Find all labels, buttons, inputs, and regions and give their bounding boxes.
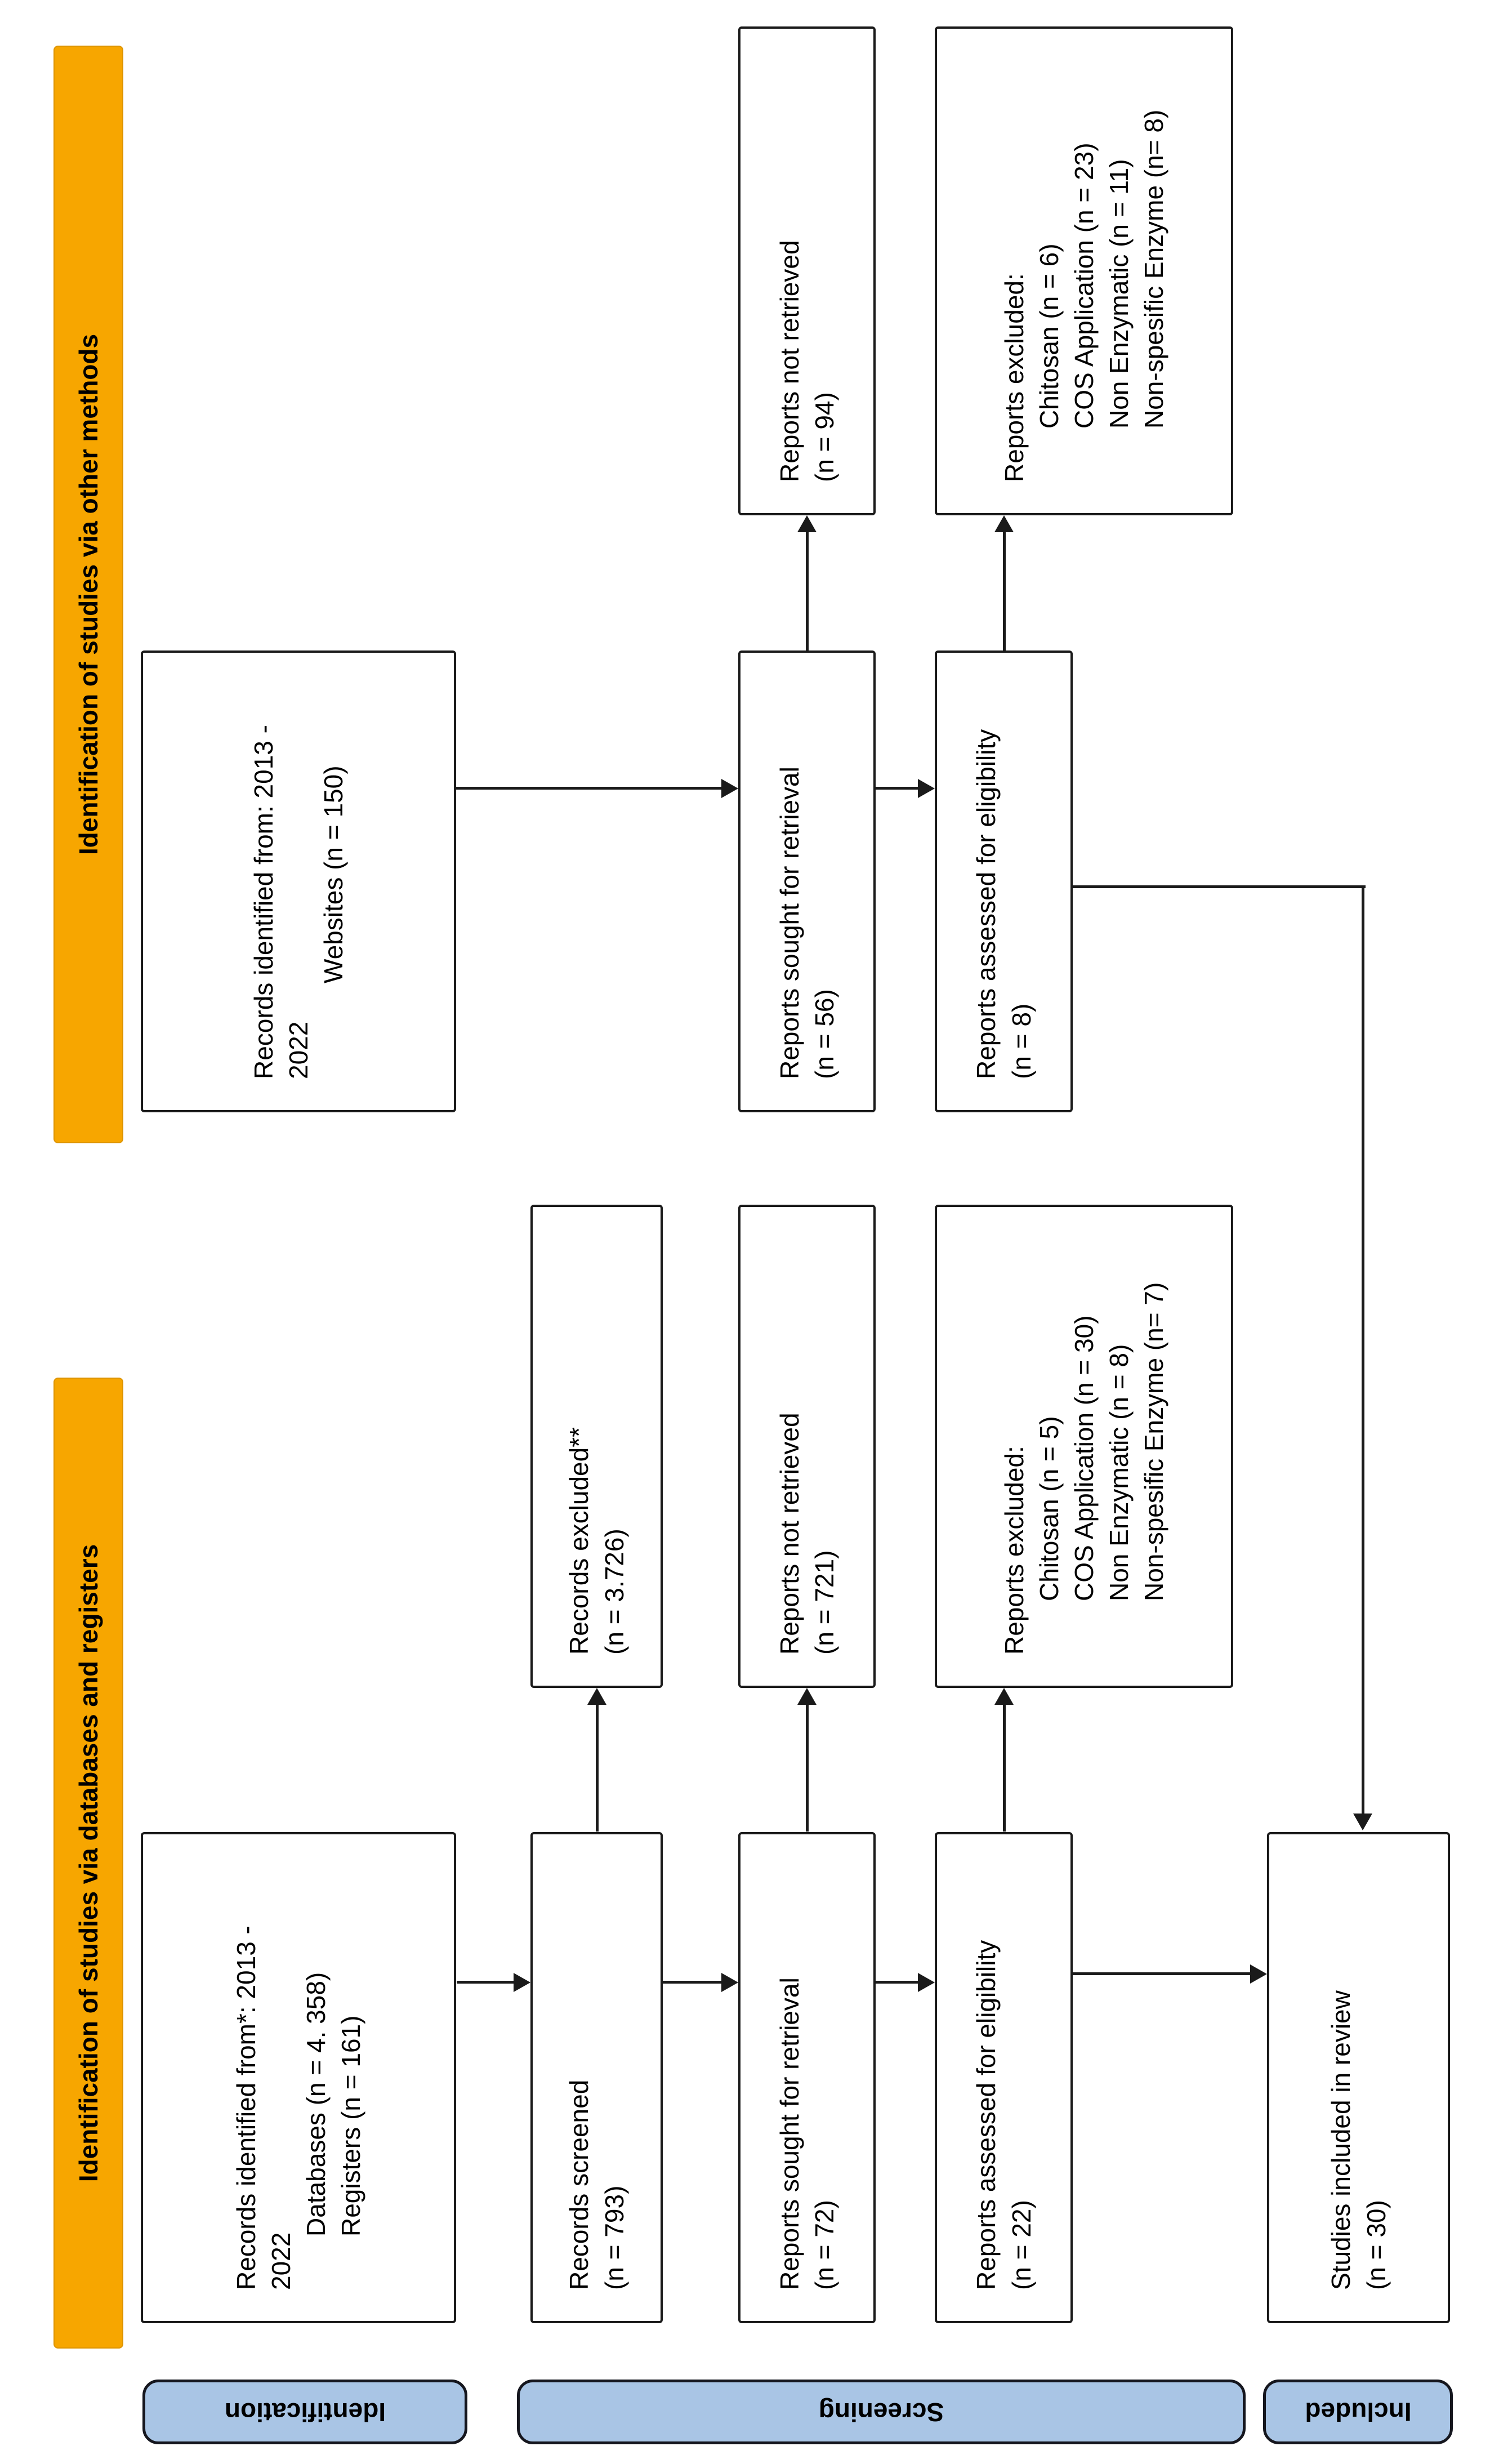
arrow-db-sought-to-assessed-line [876,1981,918,1984]
box-db-reports-excluded: Reports excluded: Chitosan (n = 5) COS A… [935,1205,1233,1688]
elbow-other-assessed-to-included-horizontal [1362,885,1364,1814]
elbow-other-assessed-to-included-vertical [1073,885,1366,888]
arrow-screened-to-excluded-head [587,1688,606,1705]
box-line: Records identified from: 2013 - [248,725,278,1079]
box-line: Reports excluded: [999,1446,1029,1655]
arrow-other-sought-to-assessed-head [918,779,935,798]
arrow-assessed-to-reports-excluded-head [994,1688,1014,1705]
box-line: (n = 94) [810,392,839,482]
stage-bar-identification: Identification [142,2380,467,2444]
box-line: 2022 [266,2232,296,2290]
arrow-other-identified-to-sought-head [721,779,738,798]
box-line: Non-spesific Enzyme (n= 7) [1139,1282,1169,1601]
box-studies-included: Studies included in review (n = 30) [1267,1832,1450,2323]
box-line: Databases (n = 4. 358) [301,1972,331,2236]
box-other-reports-assessed: Reports assessed for eligibility (n = 8) [935,650,1073,1112]
arrow-other-assessed-to-excluded-head [994,515,1014,532]
box-line: 2022 [283,1021,313,1079]
box-line: Records screened [564,2079,594,2290]
box-line: (n = 56) [810,989,839,1079]
box-line: (n = 72) [810,2200,839,2290]
box-line: Websites (n = 150) [319,765,349,983]
banner-other-methods: Identification of studies via other meth… [53,46,123,1143]
box-line: (n = 721) [810,1550,839,1655]
box-db-reports-assessed: Reports assessed for eligibility (n = 22… [935,1832,1073,2323]
box-line: Studies included in review [1326,1990,1356,2290]
arrow-db-identified-to-screened-head [514,1973,530,1992]
box-line: Registers (n = 161) [336,2015,366,2236]
box-line: (n = 793) [599,2185,629,2290]
box-line: Reports assessed for eligibility [971,729,1001,1079]
box-line: Non Enzymatic (n = 11) [1104,159,1134,429]
box-line: Records identified from*: 2013 - [231,1926,261,2290]
box-other-records-identified: Records identified from: 2013 - 2022 Web… [141,650,456,1112]
stage-bar-included: Included [1263,2380,1453,2444]
arrow-screened-to-excluded-line [596,1705,599,1832]
arrow-other-sought-to-not-retrieved-head [797,515,817,532]
box-line: Reports sought for retrieval [774,1977,804,2290]
banner-databases-label: Identification of studies via databases … [74,1544,103,2182]
box-db-records-screened: Records screened (n = 793) [530,1832,663,2323]
stage-included-label: Included [1304,2397,1412,2427]
box-line: Records excluded** [564,1427,594,1655]
arrow-other-assessed-to-excluded-line [1003,532,1006,650]
box-db-records-excluded: Records excluded** (n = 3.726) [530,1205,663,1688]
arrow-sought-to-not-retrieved-head [797,1688,817,1705]
arrow-sought-to-not-retrieved-line [806,1705,809,1832]
box-db-reports-sought: Reports sought for retrieval (n = 72) [738,1832,876,2323]
arrow-db-assessed-to-included-head [1250,1964,1267,1984]
arrow-db-sought-to-assessed-head [918,1973,935,1992]
box-db-reports-not-retrieved: Reports not retrieved (n = 721) [738,1205,876,1688]
box-line: (n = 3.726) [599,1529,629,1655]
box-other-reports-excluded: Reports excluded: Chitosan (n = 6) COS A… [935,26,1233,515]
box-line: COS Application (n = 30) [1069,1315,1099,1601]
arrow-other-sought-to-not-retrieved-line [806,532,809,650]
box-other-reports-not-retrieved: Reports not retrieved (n = 94) [738,26,876,515]
box-line: Reports assessed for eligibility [971,1940,1001,2290]
box-line: Reports not retrieved [774,1413,804,1655]
box-line: Non Enzymatic (n = 8) [1104,1344,1134,1601]
arrow-db-screened-to-sought-line [663,1981,721,1984]
arrow-db-identified-to-screened-line [457,1981,514,1984]
arrow-db-screened-to-sought-head [721,1973,738,1992]
banner-databases-registers: Identification of studies via databases … [53,1378,123,2349]
banner-other-methods-label: Identification of studies via other meth… [74,333,103,856]
box-line: Reports not retrieved [774,240,804,482]
box-line: Reports sought for retrieval [774,767,804,1079]
box-line: (n = 22) [1006,2200,1036,2290]
arrow-db-assessed-to-included-line [1073,1972,1250,1975]
arrow-other-sought-to-assessed-line [876,787,918,790]
box-line: Reports excluded: [999,273,1029,482]
arrow-assessed-to-reports-excluded-line [1003,1705,1006,1832]
arrow-other-identified-to-sought-line [456,787,721,790]
box-line: Chitosan (n = 5) [1034,1416,1064,1601]
elbow-other-assessed-to-included-head [1353,1814,1372,1830]
box-db-records-identified: Records identified from*: 2013 - 2022 Da… [141,1832,456,2323]
stage-identification-label: Identification [224,2397,386,2427]
box-other-reports-sought: Reports sought for retrieval (n = 56) [738,650,876,1112]
box-line: (n = 8) [1006,1003,1036,1079]
box-line: (n = 30) [1361,2200,1391,2290]
box-line: Non-spesific Enzyme (n= 8) [1139,109,1169,429]
stage-bar-screening: Screening [517,2380,1246,2444]
box-line: COS Application (n = 23) [1069,142,1099,429]
box-line: Chitosan (n = 6) [1034,243,1064,429]
stage-screening-label: Screening [818,2397,944,2427]
